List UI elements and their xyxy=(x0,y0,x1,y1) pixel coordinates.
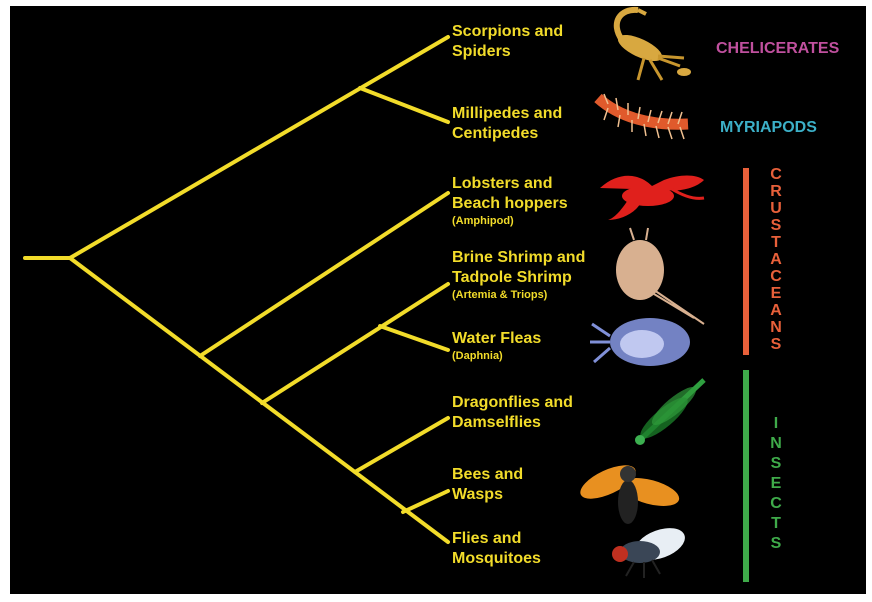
tadpole-shrimp-icon xyxy=(616,228,704,324)
branch-arachnid-myriapod xyxy=(70,37,448,258)
damselfly-icon xyxy=(635,380,704,445)
branch-millipedes xyxy=(360,88,448,122)
leaf-label-water-fleas: Water Fleas (Daphnia) xyxy=(452,329,541,364)
group-label-chelicerates: CHELICERATES xyxy=(716,40,839,58)
centipede-icon xyxy=(598,94,688,139)
scorpion-icon xyxy=(614,10,691,80)
branch-crustacea xyxy=(200,193,448,356)
leaf-sublabel: (Daphnia) xyxy=(452,349,541,364)
leaf-sublabel: (Artemia & Triops) xyxy=(452,288,585,303)
branch-pancrustacea xyxy=(70,258,448,542)
branch-branchiopods xyxy=(262,284,448,403)
fly-icon xyxy=(612,522,689,578)
wasp-icon xyxy=(576,458,682,524)
water-flea-icon xyxy=(590,318,690,366)
branch-water-fleas xyxy=(380,326,448,350)
lobster-icon xyxy=(600,176,704,221)
branch-dragonflies xyxy=(355,418,448,472)
leaf-sublabel: (Amphipod) xyxy=(452,214,568,229)
branch-bees xyxy=(403,491,448,512)
group-label-myriapods: MYRIAPODS xyxy=(720,119,817,137)
